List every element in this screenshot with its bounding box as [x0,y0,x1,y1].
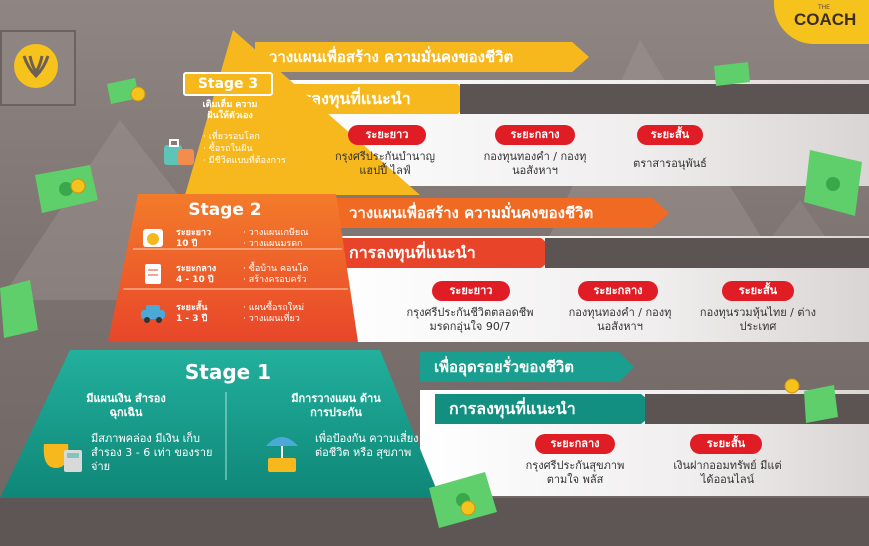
money-bag-icon [143,229,163,247]
coach-small-label: THE [818,4,830,11]
stage3-triangle [185,30,420,195]
krungsri-logo [0,30,76,106]
stage3-goal: วางแผนเพื่อสร้าง ความมั่นคงของชีวิต [269,48,514,66]
stage2-rec-short: กองทุนรวมหุ้นไทย / ต่างประเทศ [699,306,817,333]
stage1-invest-title: การลงทุนที่แนะนำ [449,399,576,418]
stage2-dark-band [545,238,869,268]
stage3-dream-item-1: · เที่ยวรอบโลก [203,132,260,142]
stage1-pill-mid: ระยะกลาง [535,434,615,454]
stage3-pill-long: ระยะยาว [348,125,426,145]
banknote-icon [0,280,38,338]
stage2-trapezoid [108,194,358,342]
stage1-title: Stage 1 [184,360,272,384]
stage3-dream-item-3: · มีชีวิตแบบที่ต้องการ [203,156,286,166]
stage2-goal-ribbon: วางแผนเพื่อสร้าง ความมั่นคงของชีวิต [335,198,669,228]
stage1-right-text: เพื่อป้องกัน ความเสี่ยงต่อชีวิต หรือ สุข… [315,432,419,459]
coin-icon [130,86,146,102]
document-icon [145,264,161,284]
stage1-goal-ribbon: เพื่ออุดรอยรั่วของชีวิต [420,352,634,382]
car-icon [141,305,165,323]
stage3-dream-title: เติมเต็ม ความฝันให้ตัวเอง [202,100,258,121]
stage3-rec-mid: กองทุนทองคำ / กองทุนอสังหาฯ [483,150,587,177]
stage1-pill-short: ระยะสั้น [690,434,762,454]
savings-calculator-icon [43,444,82,472]
banknote-icon [107,78,139,104]
stage2-invest-title: การลงทุนที่แนะนำ [349,243,476,262]
coach-label: COACH [794,10,857,29]
stage2-rec-long: กรุงศรีประกันชีวิตตลอดชีพ มรดกอุ่นใจ 90/… [406,306,534,333]
stage1-rec-mid: กรุงศรีประกันสุขภาพ ตามใจ พลัส [525,459,625,486]
stage2-rec-mid: กองทุนทองคำ / กองทุนอสังหาฯ [568,306,672,333]
banknote-icon [35,165,98,213]
stage1-left-title: มีแผนเงิน สำรองฉุกเฉิน [86,392,166,419]
stage1-goal: เพื่ออุดรอยรั่วของชีวิต [434,358,575,376]
stage3-pill-mid: ระยะกลาง [495,125,575,145]
stage1-right-title: มีการวางแผน ด้านการประกัน [291,392,381,419]
umbrella-insurance-icon [266,437,298,472]
stage1-trapezoid [0,350,440,498]
stage3-title-box: Stage 3 [183,72,273,96]
stage2-pill-long: ระยะยาว [432,281,510,301]
stage3-pill-short: ระยะสั้น [637,125,703,145]
stage1-left-text: มีสภาพคล่อง มีเงิน เก็บสำรอง 3 - 6 เท่า … [91,432,213,473]
banknote-icon [804,150,862,216]
banknote-icon [714,62,750,86]
coin-icon [70,178,86,194]
stage2-items-mid: · ซื้อบ้าน คอนโด · สร้างครอบครัว [243,264,309,285]
stage3-rec-short: ตราสารอนุพันธ์ [633,157,707,170]
stage2-title: Stage 2 [188,200,262,220]
stage2-invest-ribbon: การลงทุนที่แนะนำ [335,238,559,268]
stage3-rec-long: กรุงศรีประกันบำนาญ แฮปปี้ ไลฟ์ [334,150,436,177]
stage2-pill-mid: ระยะกลาง [578,281,658,301]
banknote-icon [429,472,497,528]
stage3-goal-ribbon: วางแผนเพื่อสร้าง ความมั่นคงของชีวิต [255,42,589,72]
banknote-icon [804,385,838,423]
stage3-dark-band [460,84,869,114]
travel-luggage-icon [164,139,194,165]
stage3-dream-item-2: · ซื้อรถในฝัน [203,144,253,154]
stage2-items-short: · แผนซื้อรถใหม่ · วางแผนเที่ยว [243,303,305,324]
stage3-title: Stage 3 [197,76,259,92]
stage2-goal: วางแผนเพื่อสร้าง ความมั่นคงของชีวิต [349,204,594,222]
stage1-invest-ribbon: การลงทุนที่แนะนำ [435,394,659,424]
coin-icon [460,500,476,516]
stage1-rec-short: เงินฝากออมทรัพย์ มีแต่ได้ออนไลน์ [673,459,782,486]
stage2-pill-short: ระยะสั้น [722,281,794,301]
stage2-items-long: · วางแผนเกษียณ · วางแผนมรดก [243,228,309,249]
coin-icon [784,378,800,394]
